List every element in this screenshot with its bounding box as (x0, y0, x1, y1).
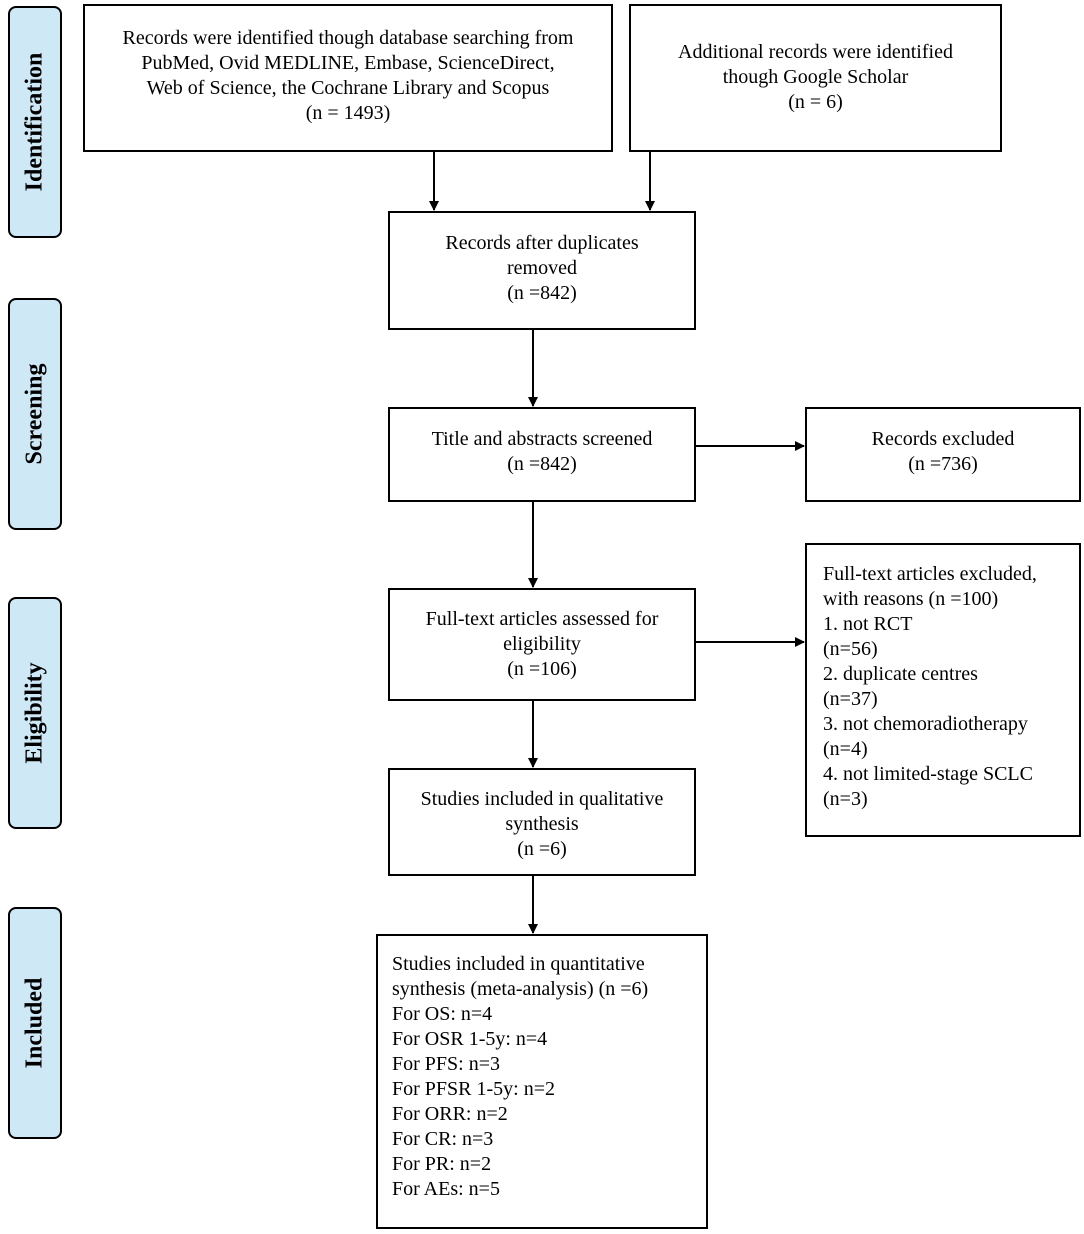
box-line: (n = 1493) (305, 102, 391, 124)
flow-arrows (429, 152, 805, 934)
box-line: Title and abstracts screened (431, 428, 653, 450)
box-line: PubMed, Ovid MEDLINE, Embase, ScienceDir… (141, 52, 555, 74)
box-line: (n =6) (517, 838, 567, 860)
box-line: (n = 6) (788, 91, 843, 113)
prisma-flow-diagram: Identification Screening Eligibility Inc… (3, 0, 1084, 1234)
box-line: (n=56) (823, 638, 878, 660)
box-line: (n=4) (823, 738, 868, 760)
box-line: (n =842) (507, 282, 577, 304)
box-line: synthesis (meta-analysis) (n =6) (392, 978, 649, 1000)
box-line: For CR: n=3 (392, 1128, 494, 1150)
box-line: 2. duplicate centres (823, 663, 978, 685)
box-line: For OS: n=4 (392, 1003, 493, 1025)
screened-box: Title and abstracts screened (n =842) (388, 407, 696, 502)
box-line: For OSR 1-5y: n=4 (392, 1028, 548, 1050)
additional-records-box: Additional records were identified thoug… (629, 4, 1002, 152)
box-line: (n =842) (507, 453, 577, 475)
phase-eligibility: Eligibility (8, 597, 62, 829)
qualitative-synthesis-box: Studies included in qualitative synthesi… (388, 768, 696, 876)
box-line: (n=37) (823, 688, 878, 710)
box-line: 4. not limited-stage SCLC (823, 763, 1033, 785)
box-line: though Google Scholar (722, 66, 909, 88)
box-line: For PFSR 1-5y: n=2 (392, 1078, 555, 1100)
after-duplicates-box: Records after duplicates removed (n =842… (388, 211, 696, 330)
full-text-assessed-box: Full-text articles assessed for eligibil… (388, 588, 696, 701)
box-line: For PFS: n=3 (392, 1053, 500, 1075)
box-line: Records excluded (871, 428, 1015, 450)
box-line: (n =106) (507, 658, 577, 680)
box-line: with reasons (n =100) (823, 588, 999, 610)
box-line: Records after duplicates (445, 232, 639, 254)
phase-screening: Screening (8, 298, 62, 530)
box-line: eligibility (503, 633, 581, 655)
box-line: Full-text articles assessed for (425, 608, 659, 630)
box-line: 3. not chemoradiotherapy (823, 713, 1028, 735)
phase-identification: Identification (8, 6, 62, 238)
database-records-box: Records were identified though database … (83, 4, 613, 152)
box-line: Additional records were identified (678, 41, 953, 63)
box-line: Full-text articles excluded, (823, 563, 1037, 585)
phase-included: Included (8, 907, 62, 1139)
box-line: For ORR: n=2 (392, 1103, 508, 1125)
box-line: Records were identified though database … (122, 27, 574, 49)
box-line: 1. not RCT (823, 613, 913, 635)
box-line: For PR: n=2 (392, 1153, 492, 1175)
full-text-excluded-box: Full-text articles excluded, with reason… (805, 543, 1081, 837)
box-line: For AEs: n=5 (392, 1178, 500, 1200)
box-line: removed (507, 257, 577, 279)
records-excluded-box: Records excluded (n =736) (805, 407, 1081, 502)
box-line: Web of Science, the Cochrane Library and… (146, 77, 550, 99)
box-line: (n=3) (823, 788, 868, 810)
quantitative-synthesis-box: Studies included in quantitative synthes… (376, 934, 708, 1229)
box-line: Studies included in qualitative (420, 788, 664, 810)
box-line: (n =736) (908, 453, 978, 475)
box-line: synthesis (505, 813, 579, 835)
box-line: Studies included in quantitative (392, 953, 645, 975)
